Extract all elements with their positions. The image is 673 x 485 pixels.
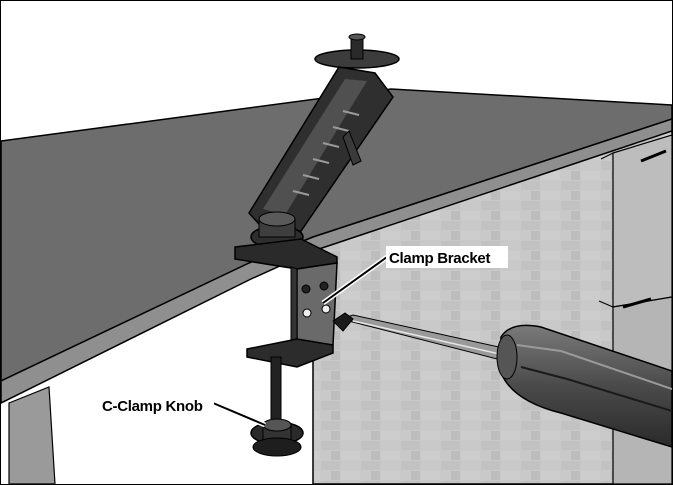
c-clamp-knob bbox=[250, 418, 304, 457]
c-clamp-knob-callout: C-Clamp Knob bbox=[99, 394, 266, 428]
clamp-bracket-label: Clamp Bracket bbox=[389, 250, 490, 267]
clamp-bracket-callout: Clamp Bracket bbox=[321, 246, 508, 306]
screwdriver bbox=[332, 312, 672, 448]
drawer-upper bbox=[612, 134, 672, 308]
bracket-screws bbox=[301, 281, 331, 318]
desk-leg bbox=[8, 386, 56, 484]
c-clamp-knob-label: C-Clamp Knob bbox=[102, 398, 203, 415]
clamp-lower-jaw bbox=[246, 338, 334, 368]
